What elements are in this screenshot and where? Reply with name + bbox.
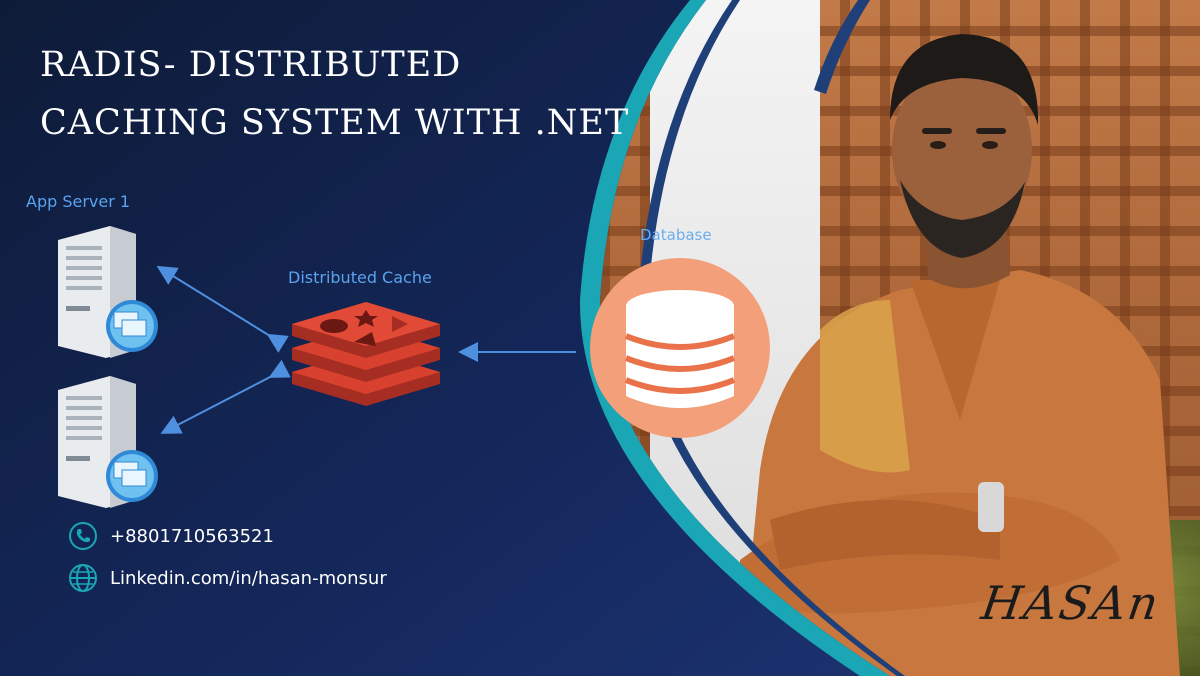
title-line-1: RADIS- DISTRIBUTED xyxy=(40,45,462,85)
globe-icon xyxy=(69,564,97,592)
phone-number: +8801710563521 xyxy=(110,525,274,547)
phone-icon xyxy=(69,522,97,550)
title-line-2: CACHING SYSTEM WITH .NET xyxy=(40,103,630,143)
arrow-server1-cache xyxy=(156,265,289,353)
phone-contact[interactable]: +8801710563521 xyxy=(68,521,274,551)
arrow-server2-cache xyxy=(160,359,291,434)
page-title: RADIS- DISTRIBUTED CACHING SYSTEM WITH .… xyxy=(40,36,629,152)
server-icon xyxy=(58,376,158,508)
distributed-cache-label: Distributed Cache xyxy=(288,268,432,287)
signature: HASAn xyxy=(978,576,1164,630)
redis-icon xyxy=(292,302,440,406)
linkedin-contact[interactable]: Linkedin.com/in/hasan-monsur xyxy=(68,563,387,593)
database-icon xyxy=(590,258,770,438)
server-icon xyxy=(58,226,158,358)
person-photo xyxy=(740,34,1180,676)
database-label: Database xyxy=(640,226,712,244)
app-server-label: App Server 1 xyxy=(26,192,131,211)
linkedin-url: Linkedin.com/in/hasan-monsur xyxy=(110,567,387,589)
